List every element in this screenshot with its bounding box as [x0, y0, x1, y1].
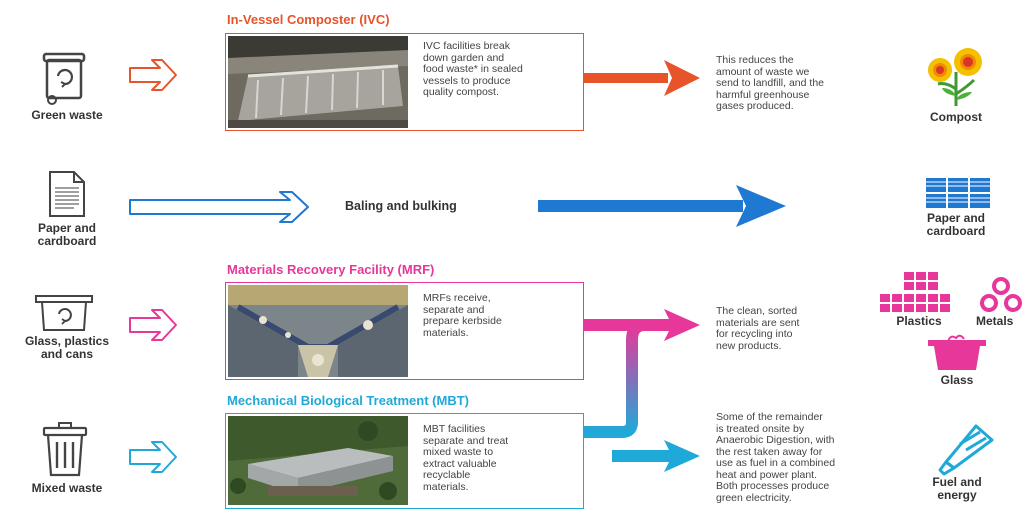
- mrf-description: MRFs receive, separate and prepare kerbs…: [423, 292, 581, 339]
- mbt-outcome-line: Both processes produce: [716, 480, 830, 492]
- mbt-text-line: mixed waste to: [423, 446, 494, 458]
- mbt-to-mrf-riser: [584, 319, 646, 438]
- mbt-outcome-line: use as fuel in a combined: [716, 457, 836, 469]
- ivc-description: IVC facilities break down garden and foo…: [423, 40, 581, 99]
- fuel-energy-label-line2: energy: [937, 488, 977, 502]
- mrf-outcome-line: The clean, sorted: [716, 305, 798, 317]
- paper-bundle-icon: [924, 176, 992, 210]
- mrf-text-line: materials.: [423, 326, 469, 339]
- glass-label: Glass: [940, 373, 974, 387]
- lightbulb-icon: [920, 422, 996, 476]
- mbt-outcome-line: heat and power plant.: [716, 468, 817, 481]
- ivc-outcome-line: amount of waste we: [716, 65, 810, 78]
- mbt-outcome-line: Anaerobic Digestion, with: [716, 434, 835, 446]
- metal-cans-icon: [975, 276, 1027, 314]
- paper-solid-arrow: [538, 185, 786, 227]
- mbt-outcome-line: is treated onsite by: [716, 422, 805, 435]
- mbt-text-line: separate and treat: [423, 434, 509, 447]
- paper-input-label-line1: Paper and: [37, 221, 97, 235]
- ivc-outcome-line: send to landfill, and the: [716, 77, 824, 89]
- trash-can-icon: [40, 422, 90, 478]
- glass-input-label-line2: and cans: [40, 347, 94, 361]
- mrf-title: Materials Recovery Facility (MRF): [227, 262, 435, 277]
- mbt-text-line: recyclable: [423, 469, 471, 481]
- mbt-text-line: extract valuable: [423, 457, 497, 470]
- paper-input-label-line2: cardboard: [37, 234, 97, 248]
- mbt-text-line: materials.: [423, 480, 469, 493]
- mixed-outline-arrow: [129, 441, 177, 473]
- mbt-photo: [228, 416, 408, 505]
- mbt-outcome-line: green electricity.: [716, 491, 792, 504]
- mbt-outcome-line: Some of the remainder: [716, 411, 823, 423]
- compost-label: Compost: [930, 110, 982, 124]
- flowers-icon: [916, 44, 996, 110]
- mrf-arrowhead: [664, 309, 700, 341]
- fuel-energy-label-line1: Fuel and: [932, 475, 982, 489]
- green-waste-label: Green waste: [31, 108, 103, 122]
- ivc-outcome-line: This reduces the: [716, 54, 794, 66]
- ivc-title: In-Vessel Composter (IVC): [227, 12, 390, 27]
- green-waste-outline-arrow: [129, 59, 177, 91]
- mbt-arrowhead: [664, 440, 700, 472]
- ivc-photo: [228, 36, 408, 128]
- mrf-text-line: MRFs receive,: [423, 292, 491, 304]
- recycling-box-icon: [32, 292, 96, 332]
- ivc-text-line: down garden and: [423, 51, 505, 64]
- metals-label: Metals: [976, 314, 1014, 328]
- paper-input-label: Paper and cardboard: [8, 222, 126, 248]
- document-icon: [44, 170, 88, 218]
- paper-outline-arrow: [129, 191, 309, 223]
- ivc-outcome-line: gases produced.: [716, 100, 794, 112]
- paper-output-label-line2: cardboard: [926, 224, 986, 238]
- mbt-text-line: MBT facilities: [423, 423, 486, 435]
- glass-input-label: Glass, plastics and cans: [8, 335, 126, 361]
- mbt-title: Mechanical Biological Treatment (MBT): [227, 393, 469, 408]
- glass-bucket-icon: [926, 334, 988, 372]
- mbt-description: MBT facilities separate and treat mixed …: [423, 423, 581, 493]
- mbt-outcome-text: Some of the remainder is treated onsite …: [716, 411, 906, 504]
- paper-output-label: Paper and cardboard: [906, 212, 1006, 238]
- glass-input-label-line1: Glass, plastics: [24, 334, 110, 348]
- mrf-photo: [228, 285, 408, 377]
- ivc-text-line: quality compost.: [423, 86, 499, 98]
- green-bin-icon: [35, 46, 95, 106]
- ivc-outcome-line: harmful greenhouse: [716, 88, 810, 101]
- mrf-outcome-line: new products.: [716, 339, 782, 352]
- mrf-outcome-line: materials are sent: [716, 316, 800, 329]
- ivc-text-line: vessels to produce: [423, 74, 511, 87]
- ivc-text-line: food waste* in sealed: [423, 63, 523, 75]
- plastic-blocks-icon: [878, 272, 962, 314]
- fuel-energy-label: Fuel and energy: [907, 476, 1007, 502]
- paper-output-label-line1: Paper and: [926, 211, 986, 225]
- ivc-outcome-text: This reduces the amount of waste we send…: [716, 54, 896, 113]
- mrf-text-line: separate and: [423, 303, 485, 316]
- ivc-text-line: IVC facilities break: [423, 40, 510, 52]
- plastics-label: Plastics: [896, 314, 942, 328]
- mrf-text-line: prepare kerbside: [423, 315, 502, 327]
- baling-label: Baling and bulking: [345, 199, 457, 213]
- mbt-outcome-line: the rest taken away for: [716, 445, 823, 458]
- glass-outline-arrow: [129, 309, 177, 341]
- mixed-waste-label: Mixed waste: [31, 481, 103, 495]
- mrf-outcome-line: for recycling into: [716, 328, 793, 340]
- mrf-outcome-text: The clean, sorted materials are sent for…: [716, 305, 886, 352]
- ivc-solid-arrow: [583, 60, 700, 96]
